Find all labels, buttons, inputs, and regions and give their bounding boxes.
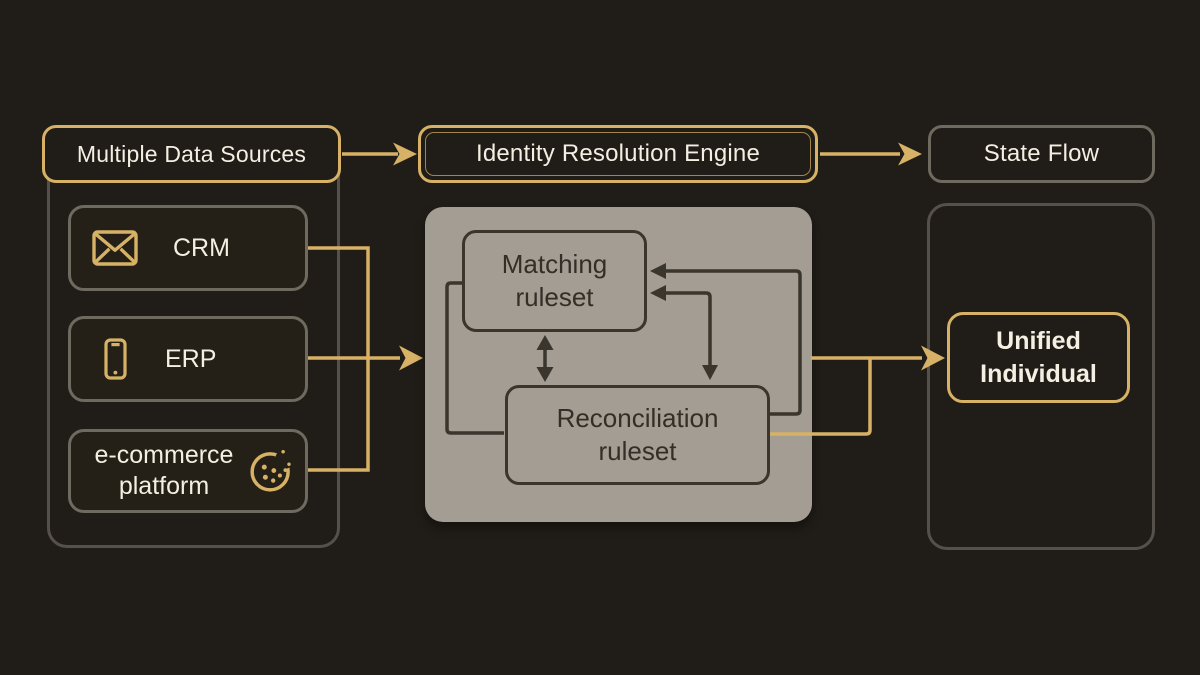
matching-ruleset-label: Matching ruleset xyxy=(501,248,608,312)
multiple-data-sources-box: Multiple Data Sources xyxy=(42,125,341,183)
arrowhead-sources-to-engine xyxy=(393,142,417,166)
source-box-erp: ERP xyxy=(68,316,308,402)
arrowhead-engine-to-stateflow xyxy=(898,142,922,166)
unified-individual-label: Unified Individual xyxy=(980,327,1097,388)
smartphone-icon xyxy=(97,337,133,381)
source-box-crm: CRM xyxy=(68,205,308,291)
state-flow-label: State Flow xyxy=(983,140,1100,167)
state-flow-group-outline xyxy=(927,203,1155,550)
cookie-icon xyxy=(245,445,297,497)
identity-resolution-engine-label: Identity Resolution Engine xyxy=(475,140,761,167)
identity-resolution-engine-box: Identity Resolution Engine xyxy=(418,125,818,183)
reconciliation-ruleset-box: Reconciliation ruleset xyxy=(505,385,770,485)
reconciliation-ruleset-label: Reconciliation ruleset xyxy=(556,402,719,466)
envelope-icon xyxy=(91,229,139,267)
unified-individual-box: Unified Individual xyxy=(947,312,1130,403)
erp-label: ERP xyxy=(165,344,217,373)
crm-label: CRM xyxy=(173,233,230,262)
ecommerce-label: e-commerce platform xyxy=(94,440,234,500)
matching-ruleset-box: Matching ruleset xyxy=(462,230,647,332)
multiple-data-sources-label: Multiple Data Sources xyxy=(76,140,307,167)
arrowhead-into-engine xyxy=(399,345,423,371)
state-flow-box: State Flow xyxy=(928,125,1155,183)
source-box-ecommerce: e-commerce platform xyxy=(68,429,308,513)
